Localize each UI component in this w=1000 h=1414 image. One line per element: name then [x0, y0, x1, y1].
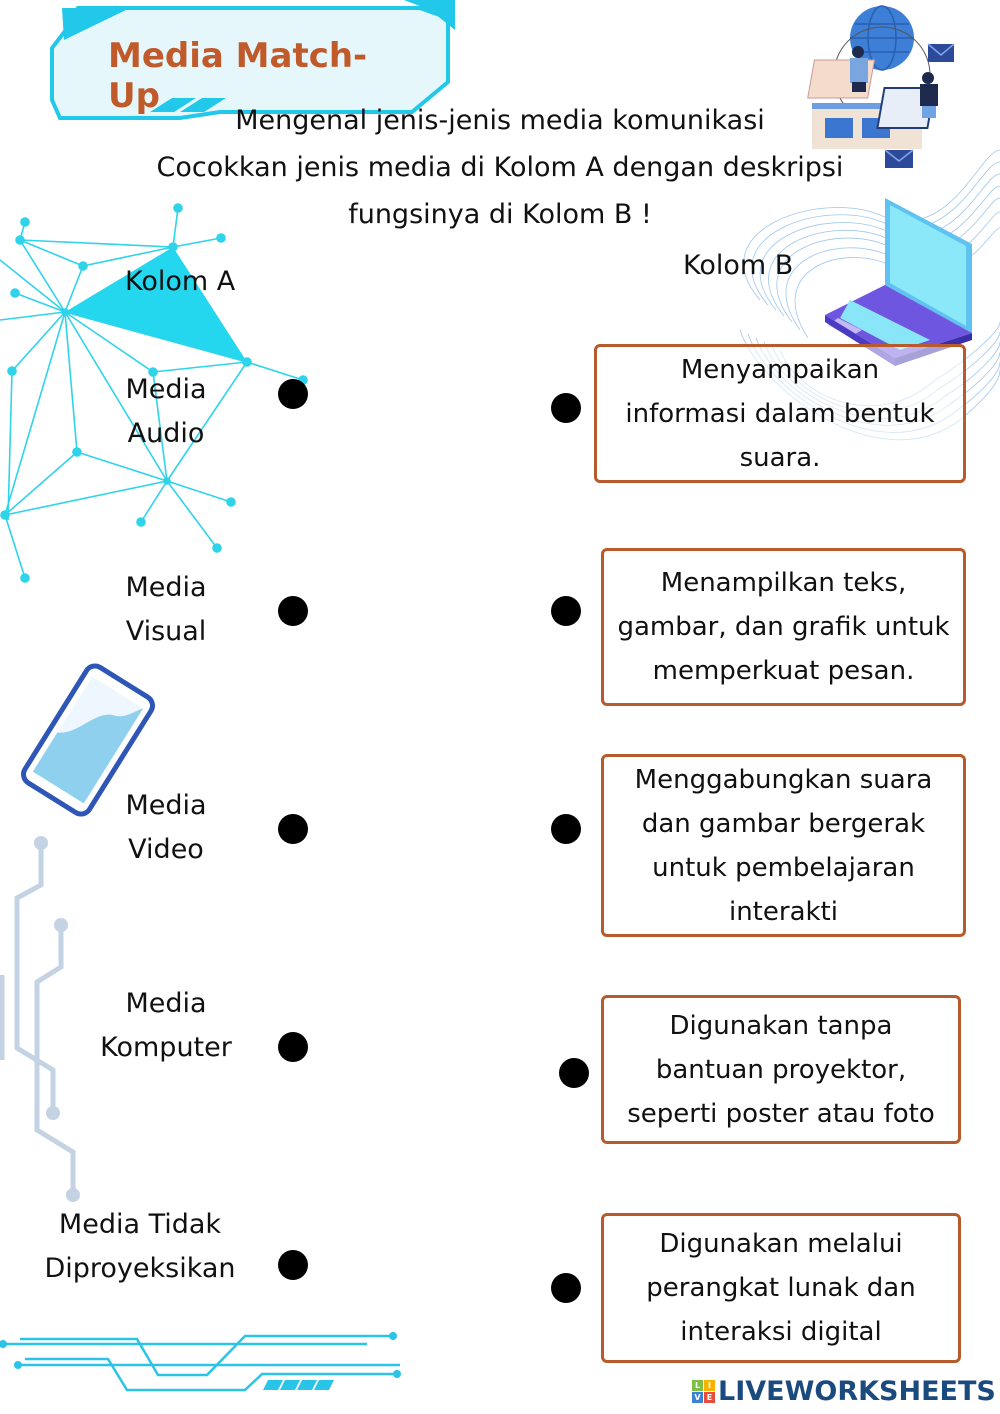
item-b-line: bantuan proyektor,: [655, 1054, 907, 1085]
liveworksheets-logo: L I V E LIVEWORKSHEETS: [692, 1376, 996, 1407]
match-dot-b-4[interactable]: [559, 1058, 589, 1088]
logo-tile: I: [704, 1380, 715, 1391]
column-b-item-1: Menyampaikan informasi dalam bentuk suar…: [594, 344, 966, 483]
item-a-line2: Audio: [127, 418, 205, 449]
match-dot-a-3[interactable]: [278, 814, 308, 844]
item-b-line: interakti: [728, 896, 838, 927]
column-a-item-komputer: Media Komputer: [56, 982, 276, 1070]
item-b-line: seperti poster atau foto: [627, 1098, 935, 1129]
logo-tile: V: [692, 1392, 703, 1403]
item-a-line1: Media: [125, 790, 207, 821]
item-a-line1: Media: [125, 988, 207, 1019]
item-b-line: Digunakan melalui: [659, 1229, 903, 1259]
item-b-line: perangkat lunak dan: [646, 1273, 916, 1303]
column-b-heading: Kolom B: [683, 250, 794, 281]
column-a-item-visual: Media Visual: [56, 566, 276, 654]
match-dot-a-4[interactable]: [278, 1032, 308, 1062]
footer-circuit-lines-icon: [0, 1332, 401, 1392]
item-b-line: Menggabungkan suara: [634, 764, 933, 795]
item-a-line2: Video: [128, 834, 204, 865]
match-dot-a-1[interactable]: [278, 379, 308, 409]
logo-text: LIVEWORKSHEETS: [718, 1376, 996, 1407]
item-b-line: Menampilkan teks,: [660, 568, 907, 598]
item-b-line: suara.: [739, 442, 821, 473]
column-b-item-5: Digunakan melalui perangkat lunak dan in…: [601, 1213, 961, 1363]
item-b-line: Menyampaikan: [680, 354, 880, 385]
instruction-line-3: fungsinya di Kolom B !: [348, 199, 652, 230]
item-a-line1: Media: [125, 374, 207, 405]
match-dot-b-5[interactable]: [551, 1273, 581, 1303]
match-dot-b-2[interactable]: [551, 596, 581, 626]
instruction-line-2: Cocokkan jenis media di Kolom A dengan d…: [156, 152, 844, 183]
column-a-heading: Kolom A: [125, 266, 236, 297]
item-b-line: Digunakan tanpa: [669, 1010, 893, 1041]
item-a-line2: Komputer: [100, 1032, 232, 1063]
circuit-lines-icon: [0, 836, 80, 1202]
title-banner-icon: [50, 0, 455, 120]
instruction-line-1: Mengenal jenis-jenis media komunikasi: [235, 105, 765, 136]
logo-tile: E: [704, 1392, 715, 1403]
laptop-illustration-icon: [825, 198, 972, 366]
match-dot-a-5[interactable]: [278, 1250, 308, 1280]
item-b-line: interaksi digital: [680, 1317, 882, 1347]
item-a-line2: Visual: [125, 616, 207, 647]
item-b-line: untuk pembelajaran: [652, 852, 915, 883]
network-graph-icon: [0, 203, 308, 583]
match-dot-b-3[interactable]: [551, 814, 581, 844]
match-dot-a-2[interactable]: [278, 596, 308, 626]
item-b-line: gambar, dan grafik untuk: [617, 612, 950, 642]
column-b-item-2: Menampilkan teks, gambar, dan grafik unt…: [601, 548, 966, 706]
column-b-item-4: Digunakan tanpa bantuan proyektor, seper…: [601, 995, 961, 1144]
match-dot-b-1[interactable]: [551, 393, 581, 423]
item-a-line1: Media: [125, 572, 207, 603]
logo-tiles-icon: L I V E: [692, 1380, 715, 1403]
item-a-line1: Media Tidak: [58, 1209, 222, 1240]
column-a-item-audio: Media Audio: [56, 368, 276, 456]
item-b-line: memperkuat pesan.: [652, 656, 915, 686]
column-b-item-3: Menggabungkan suara dan gambar bergerak …: [601, 754, 966, 937]
logo-tile: L: [692, 1380, 703, 1391]
item-b-line: informasi dalam bentuk: [625, 398, 935, 429]
item-b-line: dan gambar bergerak: [641, 808, 926, 839]
item-a-line2: Diproyeksikan: [44, 1253, 236, 1284]
column-a-item-video: Media Video: [56, 784, 276, 872]
people-globe-illustration-icon: [807, 5, 955, 168]
smartphone-illustration-icon: [21, 663, 155, 817]
page-title: Media Match-Up: [108, 36, 368, 116]
column-a-item-tidak-diproyeksikan: Media Tidak Diproyeksikan: [30, 1203, 250, 1291]
